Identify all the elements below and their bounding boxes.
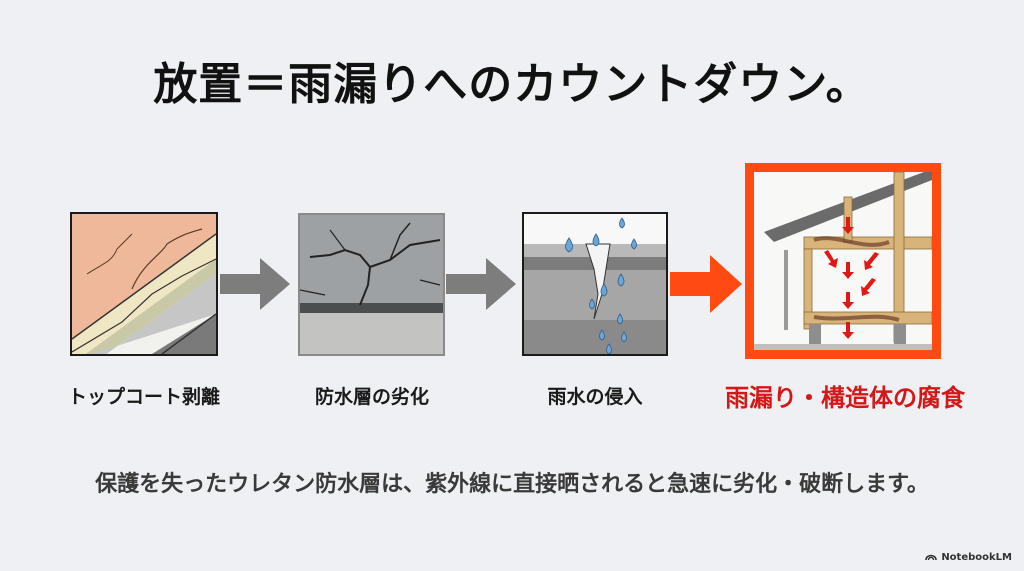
notebooklm-logo-icon [925, 551, 938, 563]
step-label-peeling: トップコート剥離 [67, 386, 220, 408]
step-label-deterioration: 防水層の劣化 [314, 386, 429, 408]
illustration-rainwater-infiltration [522, 212, 668, 356]
slide-description: 保護を失ったウレタン防水層は、紫外線に直接晒されると急速に劣化・破断します。 [95, 472, 929, 497]
arrow-right-icon [446, 258, 516, 314]
illustration-house-leak-corrosion [745, 163, 941, 359]
arrow-right-icon [220, 258, 290, 314]
step-label-infiltration: 雨水の侵入 [547, 386, 643, 408]
arrow-right-highlight-icon [670, 255, 742, 317]
illustration-cracked-layer [298, 213, 445, 356]
notebooklm-watermark: NotebookLM [925, 551, 1012, 563]
step-label-leak-corrosion: 雨漏り・構造体の腐食 [725, 384, 965, 412]
brand-label: NotebookLM [941, 551, 1012, 563]
slide-title: 放置＝雨漏りへのカウントダウン。 [153, 59, 871, 110]
illustration-peeling-topcoat [70, 212, 218, 356]
